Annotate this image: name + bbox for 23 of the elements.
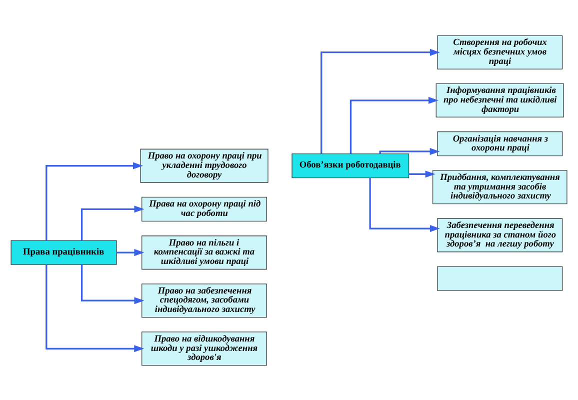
- node-box: Право на забезпечення спецодягом, засобами індивідуального захисту: [142, 283, 267, 318]
- node-box: Право на пільги і компенсації за важкі та шкідливі умови праці: [142, 235, 267, 270]
- arrow: [46, 264, 144, 352]
- node-box: [437, 266, 563, 290]
- node-box: Інформування працівників про небезпечні та шкідливі фактори: [436, 82, 564, 117]
- node-box: Придбання, комплектування та утримання засобів індивідуального захисту: [432, 170, 568, 204]
- arrow: [350, 96, 438, 153]
- node-box: Обов’язки роботодавців: [292, 152, 410, 178]
- arrow: [369, 177, 440, 232]
- arrow: [46, 162, 144, 240]
- arrow: [116, 248, 144, 256]
- node-box: Права на охорону праці під час роботи: [142, 196, 267, 222]
- node-box: Право на охорону праці при укладенні трудового договору: [140, 148, 268, 182]
- arrow: [408, 170, 436, 178]
- node-box: Права працівників: [10, 240, 117, 264]
- arrow: [320, 48, 440, 154]
- arrow: [80, 205, 144, 240]
- arrow: [80, 264, 144, 304]
- node-box: Організація навчання з охорони праці: [437, 130, 563, 156]
- node-box: Створення на робочих місцях безпечних умов праці: [437, 34, 563, 69]
- arrow: [379, 147, 440, 154]
- node-box: Забезпечення переведення працівника за станом його здоров’я на легшу роботу: [437, 218, 563, 252]
- node-box: Право на відшкодування шкоди у разі ушкодження здоров'я: [142, 331, 267, 366]
